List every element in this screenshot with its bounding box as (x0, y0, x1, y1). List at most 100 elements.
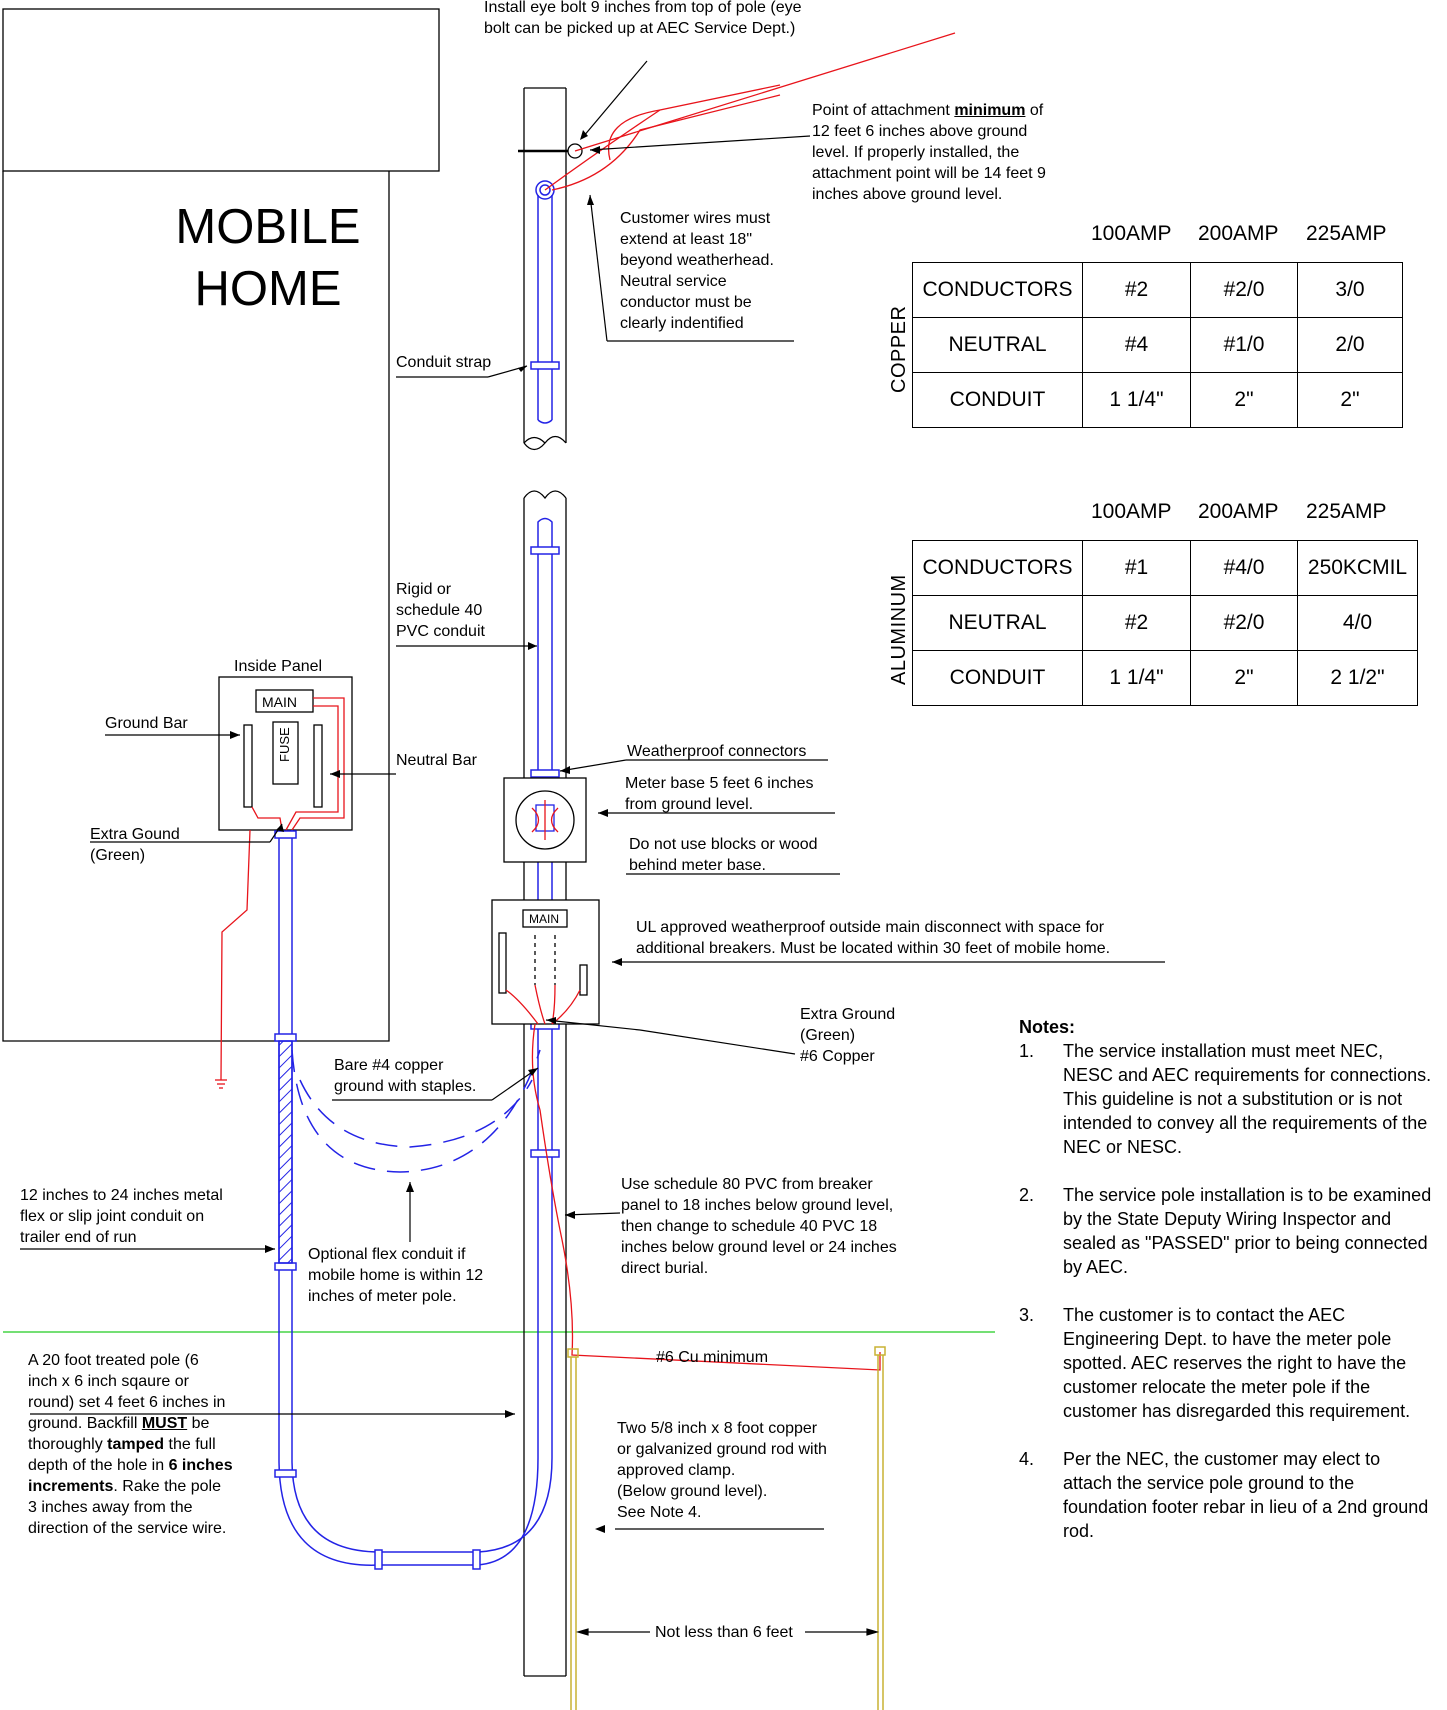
copper-row-conduit: CONDUIT 1 1/4" 2" 2" (912, 372, 1403, 428)
ground-rods (567, 1346, 886, 1710)
rigid-pvc-label: Rigid or schedule 40 PVC conduit (396, 581, 485, 640)
aluminum-row-conduit: CONDUIT 1 1/4" 2" 2 1/2" (912, 650, 1418, 706)
pole-ground-wire (531, 1023, 881, 1371)
note-text: The customer is to contact the AEC Engin… (1063, 1305, 1411, 1421)
mobile-home-line-1: MOBILE (175, 200, 361, 254)
aluminum-row-neutral: NEUTRAL #2 #2/0 4/0 (912, 595, 1418, 651)
notes-section: Notes: 1. The service installation must … (1019, 1015, 1439, 1567)
inside-panel (218, 676, 353, 831)
lower-conduit (530, 517, 560, 1458)
note-item: 3. The customer is to contact the AEC En… (1019, 1303, 1439, 1423)
ul-approved-label: UL approved weatherproof outside main di… (636, 919, 1111, 957)
neutral-bar-label: Neutral Bar (396, 752, 477, 769)
earth-symbol (215, 1079, 227, 1089)
note-text: The service pole installation is to be e… (1063, 1185, 1432, 1277)
weatherproof-connectors-label: Weatherproof connectors (627, 743, 807, 760)
mobile-home-outline (2, 8, 440, 1042)
aluminum-cell: #2/0 (1190, 595, 1298, 651)
aluminum-table: CONDUCTORS #1 #4/0 250KCMIL NEUTRAL #2 #… (912, 540, 1418, 706)
aluminum-table-label: ALUMINUM (888, 574, 910, 685)
copper-header-2: 200AMP (1198, 222, 1279, 245)
copper-cell: #2/0 (1190, 262, 1298, 318)
mobile-home-label: MOBILE HOME (88, 196, 448, 320)
aluminum-header-3: 225AMP (1306, 500, 1387, 523)
aluminum-header-2: 200AMP (1198, 500, 1279, 523)
not-less-label: Not less than 6 feet (655, 1624, 793, 1641)
eye-bolt-label: Install eye bolt 9 inches from top of po… (484, 0, 802, 37)
eye-bolt (518, 143, 583, 159)
pole-lower (523, 490, 567, 1677)
copper-row-name: CONDUIT (912, 372, 1083, 428)
copper-row-name: NEUTRAL (912, 317, 1083, 373)
conduit-strap-label: Conduit strap (396, 354, 492, 371)
mobile-home-line-2: HOME (194, 262, 342, 316)
aluminum-header-1: 100AMP (1091, 500, 1172, 523)
copper-header-1: 100AMP (1091, 222, 1172, 245)
pole-description-label: A 20 foot treated pole (6 inch x 6 inch … (28, 1350, 233, 1539)
pole-desc-must: MUST (141, 1415, 188, 1432)
copper-table-label: COPPER (888, 305, 910, 393)
note-text: Per the NEC, the customer may elect to a… (1063, 1449, 1429, 1541)
arrowheads (230, 130, 622, 1533)
notes-title: Notes: (1019, 1017, 1076, 1037)
cu-minimum-label: #6 Cu minimum (656, 1349, 769, 1366)
attachment-post: of 12 feet 6 inches above ground level. … (812, 102, 1046, 203)
copper-row-name: CONDUCTORS (912, 262, 1083, 318)
customer-wires-label: Customer wires must extend at least 18" … (620, 210, 774, 332)
service-drop-wires (544, 32, 956, 191)
ground-bar-label: Ground Bar (105, 715, 188, 732)
note-item: 1. The service installation must meet NE… (1019, 1039, 1439, 1159)
attachment-pre: Point of attachment (812, 102, 955, 119)
schedule-80-label: Use schedule 80 PVC from breaker panel t… (621, 1176, 897, 1277)
note-number: 1. (1019, 1041, 1035, 1061)
meter-base (503, 777, 587, 863)
copper-cell: #1/0 (1190, 317, 1298, 373)
aluminum-row-name: NEUTRAL (912, 595, 1083, 651)
copper-cell: #4 (1082, 317, 1191, 373)
copper-row-neutral: NEUTRAL #4 #1/0 2/0 (912, 317, 1403, 373)
pole-desc-a: A 20 foot treated pole (6 inch x 6 inch … (28, 1352, 226, 1432)
bare-copper-label: Bare #4 copper ground with staples. (334, 1057, 477, 1095)
flex-conduit-label: 12 inches to 24 inches metal flex or sli… (20, 1187, 223, 1246)
copper-cell: #2 (1082, 262, 1191, 318)
panel-main-label: MAIN (262, 694, 297, 710)
attachment-point-label: Point of attachment minimum of 12 feet 6… (812, 100, 1046, 205)
aluminum-row-name: CONDUIT (912, 650, 1083, 706)
note-number: 3. (1019, 1305, 1035, 1325)
optional-flex-label: Optional flex conduit if mobile home is … (308, 1246, 484, 1305)
dimension-line (575, 1628, 880, 1636)
aluminum-cell: #2 (1082, 595, 1191, 651)
note-number: 4. (1019, 1449, 1035, 1469)
optional-flex-dashed (291, 1049, 541, 1173)
pole-desc-c: the full depth of the hole in (28, 1436, 216, 1474)
panel-fuse-label: FUSE (277, 727, 292, 762)
extra-ground-green-label: Extra Ground (Green) #6 Copper (800, 1006, 896, 1065)
aluminum-cell: 4/0 (1297, 595, 1418, 651)
note-number: 2. (1019, 1185, 1035, 1205)
aluminum-cell: 1 1/4" (1082, 650, 1191, 706)
aluminum-cell: 2 1/2" (1297, 650, 1418, 706)
aluminum-cell: #4/0 (1190, 540, 1298, 596)
aluminum-cell: 250KCMIL (1297, 540, 1418, 596)
no-blocks-label: Do not use blocks or wood behind meter b… (629, 836, 818, 874)
attachment-minimum: minimum (954, 102, 1026, 119)
pole-desc-tamped: tamped (107, 1436, 165, 1453)
copper-row-conductors: CONDUCTORS #2 #2/0 3/0 (912, 262, 1403, 318)
upper-conduit (530, 195, 560, 424)
note-item: 4. Per the NEC, the customer may elect t… (1019, 1447, 1439, 1543)
copper-cell: 2" (1297, 372, 1403, 428)
meter-base-label: Meter base 5 feet 6 inches from ground l… (625, 775, 814, 813)
outside-main-box (491, 899, 600, 1025)
extra-gound-label: Extra Gound (Green) (90, 826, 180, 864)
note-text: The service installation must meet NEC, … (1063, 1041, 1432, 1157)
copper-cell: 2/0 (1297, 317, 1403, 373)
panel-extra-ground-wire (220, 829, 251, 1081)
aluminum-row-name: CONDUCTORS (912, 540, 1083, 596)
copper-table: CONDUCTORS #2 #2/0 3/0 NEUTRAL #4 #1/0 2… (912, 262, 1403, 428)
copper-header-3: 225AMP (1306, 222, 1387, 245)
aluminum-cell: 2" (1190, 650, 1298, 706)
pole-upper (523, 87, 567, 451)
ground-rod-label: Two 5/8 inch x 8 foot copper or galvaniz… (617, 1420, 827, 1521)
pole-desc-6in: 6 inches increments (28, 1457, 233, 1495)
